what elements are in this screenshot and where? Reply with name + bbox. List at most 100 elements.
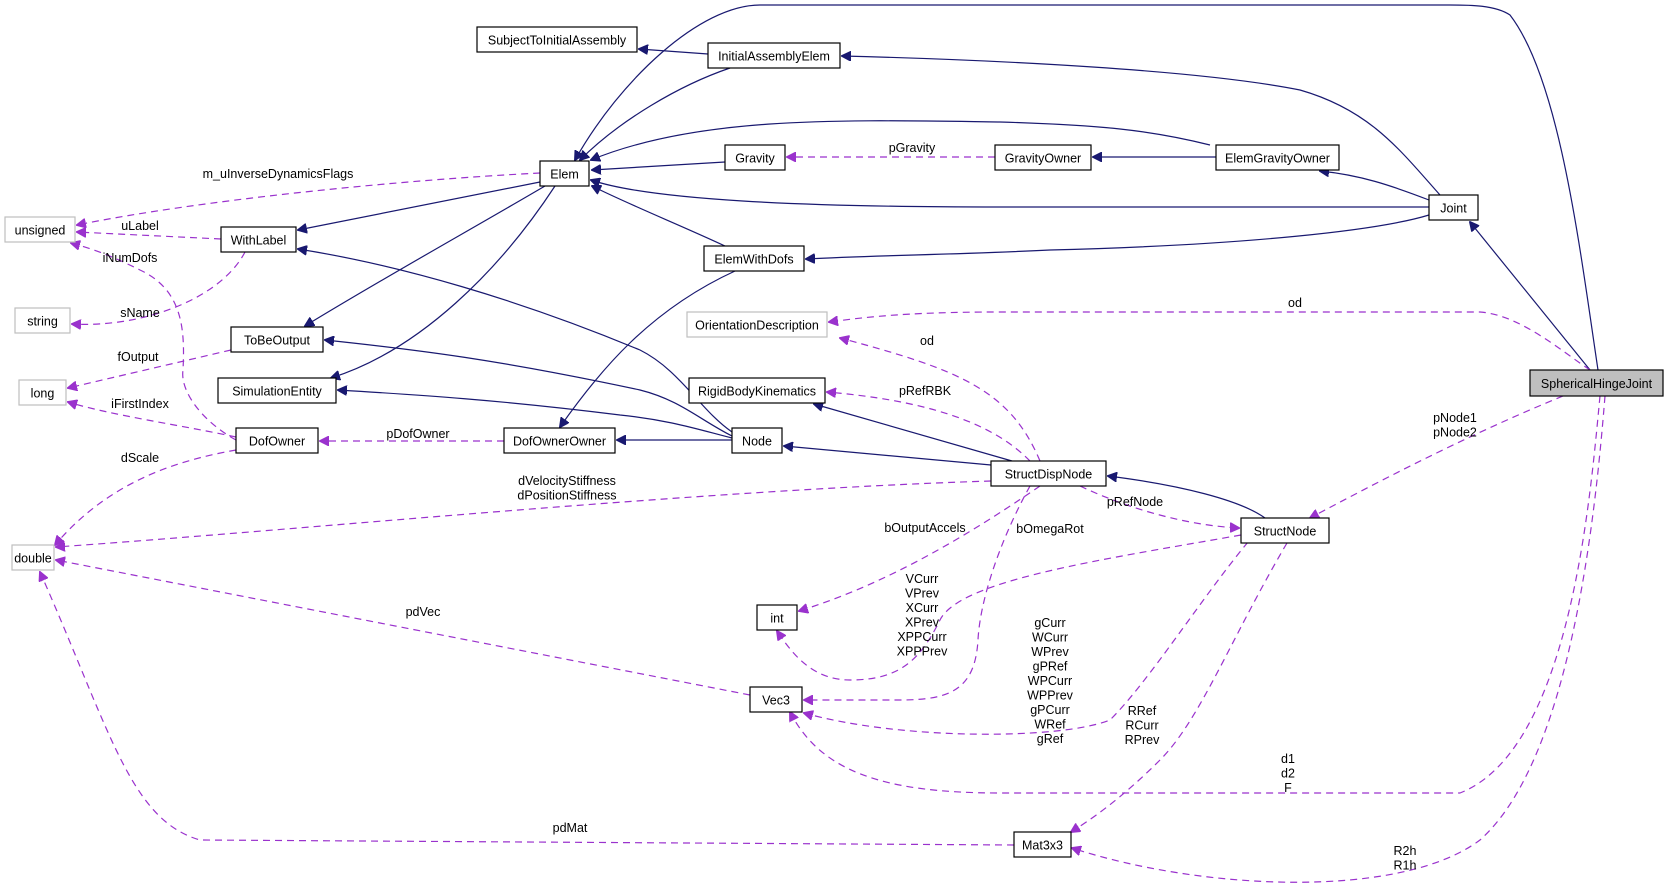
class-node-label: Elem bbox=[550, 168, 578, 182]
class-node-box bbox=[217, 377, 337, 404]
class-node-rigidbodykinematics[interactable]: RigidBodyKinematics bbox=[688, 377, 826, 404]
edge-label: XPrev bbox=[905, 616, 940, 630]
class-node-initialassemblyelem[interactable]: InitialAssemblyElem bbox=[707, 42, 841, 69]
inheritance-edge-joint-to-elemwithdofs bbox=[806, 214, 1430, 259]
class-node-box bbox=[539, 160, 590, 187]
edge-label: WPPrev bbox=[1027, 689, 1074, 703]
class-node-label: SimulationEntity bbox=[232, 385, 322, 399]
class-node-label: Node bbox=[742, 435, 772, 449]
class-node-elemgravityowner[interactable]: ElemGravityOwner bbox=[1215, 144, 1340, 171]
edge-label: pNode2 bbox=[1433, 426, 1477, 440]
edge-label: XCurr bbox=[906, 601, 939, 615]
inheritance-edge-elem-to-simulationentity bbox=[331, 185, 556, 378]
class-node-label: StructNode bbox=[1254, 525, 1317, 539]
class-node-label: ElemWithDofs bbox=[714, 253, 793, 267]
class-node-subjecttoinitialassembly[interactable]: SubjectToInitialAssembly bbox=[476, 26, 638, 53]
edge-label: XPPPrev bbox=[897, 645, 948, 659]
class-node-box bbox=[1428, 194, 1479, 221]
class-node-gravityowner[interactable]: GravityOwner bbox=[994, 144, 1092, 171]
class-node-box bbox=[703, 245, 805, 272]
inheritance-edge-structdispnode-to-node bbox=[784, 446, 992, 466]
class-node-tobeoutput[interactable]: ToBeOutput bbox=[230, 326, 324, 353]
edge-label: iFirstIndex bbox=[111, 397, 169, 411]
usage-edge-dofowner-to-unsigned bbox=[71, 243, 237, 441]
usage-edge-sphericalhingejoint-to-vec3 bbox=[790, 395, 1601, 794]
inheritance-edge-gravity-to-elem bbox=[592, 161, 726, 170]
edge-label: uLabel bbox=[121, 219, 159, 233]
class-node-label: int bbox=[770, 612, 784, 626]
class-node-label: Vec3 bbox=[762, 694, 790, 708]
class-node-box bbox=[230, 326, 324, 353]
class-node-label: Gravity bbox=[735, 152, 775, 166]
class-node-node[interactable]: Node bbox=[731, 427, 783, 454]
edge-label: VPrev bbox=[905, 587, 940, 601]
class-node-mat3x3[interactable]: Mat3x3 bbox=[1013, 831, 1072, 858]
edge-label: WRef bbox=[1034, 718, 1066, 732]
class-node-box bbox=[4, 216, 76, 243]
class-node-sphericalhingejoint[interactable]: SphericalHingeJoint bbox=[1529, 369, 1664, 397]
usage-edge-structdispnode-to-int bbox=[799, 485, 1041, 611]
class-node-structnode[interactable]: StructNode bbox=[1240, 517, 1330, 544]
class-node-label: SubjectToInitialAssembly bbox=[488, 34, 627, 48]
class-node-label: unsigned bbox=[15, 224, 66, 238]
inheritance-edge-structnode-to-structdispnode bbox=[1108, 476, 1266, 519]
edge-label: gPCurr bbox=[1030, 703, 1070, 717]
class-node-label: StructDispNode bbox=[1005, 468, 1093, 482]
inheritance-edge-initialassemblyelem-to-elem bbox=[580, 67, 731, 160]
inheritance-edge-sphericalhingejoint-to-joint bbox=[1470, 222, 1591, 371]
class-node-dofownerowner[interactable]: DofOwnerOwner bbox=[503, 427, 616, 454]
edge-label: RCurr bbox=[1125, 719, 1158, 733]
edge-label: dPositionStiffness bbox=[517, 489, 616, 503]
class-node-label: ToBeOutput bbox=[244, 334, 311, 348]
usage-edge-structdispnode-to-structnode bbox=[1079, 485, 1239, 528]
inheritance-edge-elemgravityowner-to-elem bbox=[591, 120, 1211, 160]
class-node-label: Mat3x3 bbox=[1022, 839, 1063, 853]
edge-label: RRef bbox=[1128, 704, 1157, 718]
class-node-label: OrientationDescription bbox=[695, 319, 819, 333]
class-node-orientationdescription[interactable]: OrientationDescription bbox=[686, 311, 828, 338]
usage-edge-structnode-to-mat3x3 bbox=[1071, 542, 1288, 832]
inheritance-edge-elemwithdofs-to-dofownerowner bbox=[560, 270, 736, 427]
class-node-gravity[interactable]: Gravity bbox=[724, 144, 786, 171]
class-node-elem[interactable]: Elem bbox=[539, 160, 590, 187]
edge-label: XPPCurr bbox=[897, 630, 946, 644]
usage-edge-sphericalhingejoint-to-orientationdescription bbox=[829, 311, 1591, 371]
usage-edge-withlabel-to-string bbox=[72, 251, 246, 324]
class-node-int[interactable]: int bbox=[756, 604, 798, 631]
class-node-label: ElemGravityOwner bbox=[1225, 152, 1330, 166]
inheritance-edge-node-to-withlabel bbox=[298, 249, 733, 433]
class-node-string[interactable]: string bbox=[14, 307, 71, 334]
inheritance-edge-joint-to-elemgravityowner bbox=[1320, 171, 1430, 201]
inheritance-edge-joint-to-elem bbox=[591, 180, 1429, 208]
class-node-box bbox=[1215, 144, 1340, 171]
class-node-box bbox=[11, 544, 55, 571]
class-node-label: DofOwnerOwner bbox=[513, 435, 606, 449]
class-node-box bbox=[707, 42, 841, 69]
class-node-unsigned[interactable]: unsigned bbox=[4, 216, 76, 243]
class-node-structdispnode[interactable]: StructDispNode bbox=[990, 460, 1107, 487]
class-node-simulationentity[interactable]: SimulationEntity bbox=[217, 377, 337, 404]
edge-label: R1h bbox=[1394, 859, 1417, 873]
class-node-label: Joint bbox=[1440, 202, 1467, 216]
edge-label: WCurr bbox=[1032, 631, 1068, 645]
class-node-label: DofOwner bbox=[249, 435, 305, 449]
class-node-vec3[interactable]: Vec3 bbox=[749, 686, 803, 713]
class-node-label: SphericalHingeJoint bbox=[1541, 377, 1653, 391]
class-node-joint[interactable]: Joint bbox=[1428, 194, 1479, 221]
class-node-elemwithdofs[interactable]: ElemWithDofs bbox=[703, 245, 805, 272]
inheritance-edge-initialassemblyelem-to-subjecttoinitialassembly bbox=[639, 49, 709, 54]
class-node-long[interactable]: long bbox=[18, 379, 67, 406]
usage-edge-tobeoutput-to-long bbox=[68, 349, 232, 388]
class-node-withlabel[interactable]: WithLabel bbox=[220, 226, 297, 253]
usage-edge-elem-to-unsigned bbox=[77, 172, 541, 225]
class-node-double[interactable]: double bbox=[11, 544, 55, 571]
inheritance-edge-elemwithdofs-to-elem bbox=[592, 186, 726, 247]
edge-label: fOutput bbox=[118, 350, 160, 364]
edge-label: m_uInverseDynamicsFlags bbox=[203, 167, 354, 181]
class-node-dofowner[interactable]: DofOwner bbox=[235, 427, 319, 454]
class-node-box bbox=[724, 144, 786, 171]
class-node-box bbox=[1240, 517, 1330, 544]
class-node-label: string bbox=[27, 315, 58, 329]
class-node-box bbox=[1013, 831, 1072, 858]
edge-label: pGravity bbox=[889, 141, 936, 155]
